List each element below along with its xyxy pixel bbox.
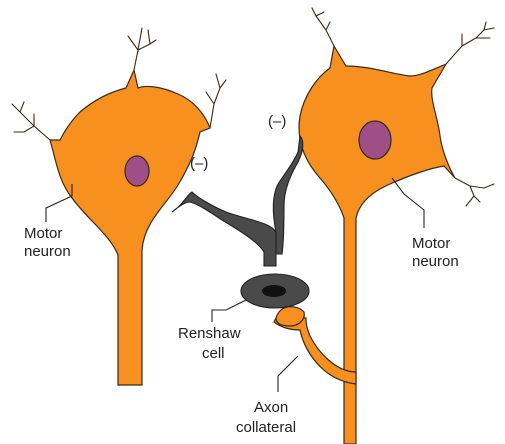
label-axon-collateral-line2: collateral: [236, 419, 296, 436]
right-neuron-dendrite-lower-right: [455, 178, 494, 206]
label-motor-neuron-left-line1: Motor: [24, 225, 62, 242]
label-renshaw-cell-line1: Renshaw: [178, 325, 241, 342]
label-motor-neuron-right: Motor neuron: [392, 178, 459, 270]
label-motor-neuron-left-line2: neuron: [24, 243, 71, 260]
right-neuron-nucleus: [359, 121, 391, 159]
label-inhibition-left: (–): [190, 155, 208, 172]
label-motor-neuron-right-line1: Motor: [412, 235, 450, 252]
left-neuron-dendrite-left: [12, 102, 50, 140]
right-motor-neuron: [274, 8, 494, 444]
leader-line-renshaw-cell: [212, 300, 246, 322]
right-neuron-dendrite-top: [312, 8, 334, 46]
axon-collateral-terminal: [276, 307, 304, 326]
left-neuron-dendrite-right: [206, 74, 226, 128]
left-neuron-dendrite-top: [128, 28, 156, 70]
renshaw-cell-nucleus: [262, 285, 286, 297]
label-motor-neuron-right-line2: neuron: [412, 253, 459, 270]
leader-line-motor-neuron-right: [392, 178, 424, 228]
left-neuron-nucleus: [125, 156, 149, 186]
label-renshaw-cell: Renshaw cell: [178, 300, 246, 362]
label-axon-collateral-line1: Axon: [254, 399, 288, 416]
right-neuron-dendrite-upper-right: [446, 22, 494, 64]
leader-line-axon-collateral: [278, 356, 298, 392]
renshaw-cell-processes: [172, 192, 276, 266]
label-renshaw-cell-line2: cell: [202, 345, 225, 362]
label-motor-neuron-left: Motor neuron: [24, 184, 72, 260]
label-axon-collateral: Axon collateral: [236, 356, 298, 436]
renshaw-cell-upper-process: [273, 136, 303, 254]
label-inhibition-right: (–): [268, 113, 286, 130]
